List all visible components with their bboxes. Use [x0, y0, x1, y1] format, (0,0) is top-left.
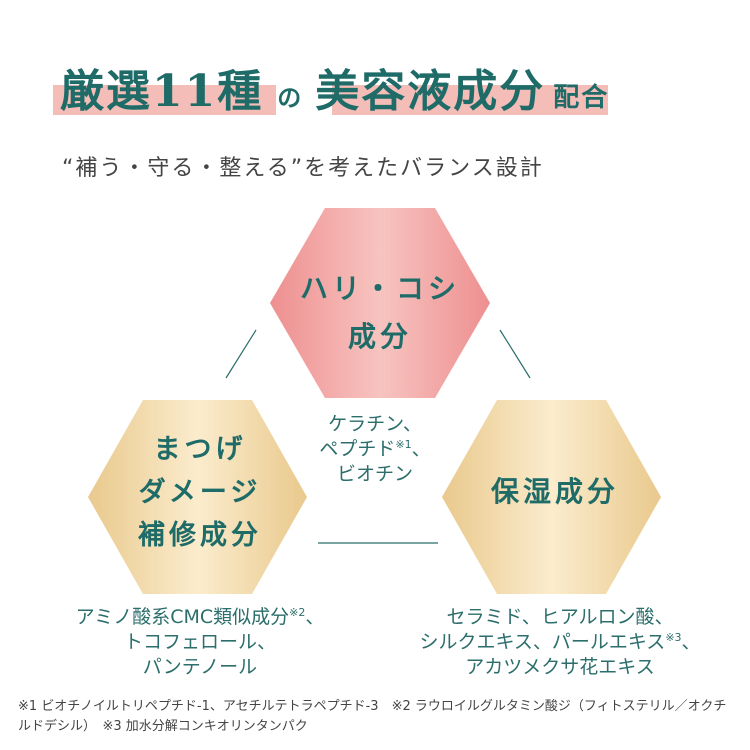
ingredients-left: アミノ酸系CMC類似成分※2、 トコフェロール、 パンテノール	[45, 605, 355, 680]
hexagon-left-label: まつげ ダメージ 補修成分	[90, 428, 310, 557]
page-title: 厳選11種の美容液成分配合	[0, 55, 750, 125]
hexagon-top	[270, 208, 490, 398]
connector-line-right	[499, 329, 531, 379]
ingredients-top-line2-comma: 、	[411, 438, 431, 460]
connector-line-left	[225, 329, 257, 379]
title-highlight-2	[332, 85, 608, 115]
hexagon-left	[88, 400, 307, 594]
ingredients-left-line3: パンテノール	[142, 656, 258, 678]
footnote-ref-1: ※1	[395, 438, 412, 451]
hexagon-left-line2: ダメージ	[138, 477, 262, 508]
hexagon-left-line1: まつげ	[153, 434, 247, 465]
ingredients-right: セラミド、ヒアルロン酸、 シルクエキス、パールエキス※3、 アカツメクサ花エキス	[395, 605, 725, 680]
subtitle: “補う・守る・整える”を考えたバランス設計	[62, 156, 544, 181]
ingredients-left-line2: トコフェロール、	[123, 631, 276, 653]
hexagon-top-line1: ハリ・コシ	[299, 272, 460, 305]
ingredients-right-line2: シルクエキス、パールエキス※3、	[395, 630, 725, 655]
ingredients-left-line1: アミノ酸系CMC類似成分※2、	[45, 605, 355, 630]
ingredients-right-line2-text: シルクエキス、パールエキス	[419, 631, 666, 653]
ingredients-top: ケラチン、 ペプチド※1、 ビオチン	[300, 412, 450, 487]
hexagon-top-label: ハリ・コシ 成分	[270, 265, 490, 361]
ingredients-right-line1: セラミド、ヒアルロン酸、	[446, 606, 674, 628]
ingredient-diagram: ハリ・コシ 成分 まつげ ダメージ 補修成分 保湿成分 ケラチン、 ペプチド※1…	[0, 200, 750, 678]
ingredients-left-line1-comma: 、	[305, 606, 325, 628]
ingredients-right-line3: アカツメクサ花エキス	[465, 656, 655, 678]
footnotes: ※1 ビオチノイルトリペプチド-1、アセチルテトラペプチド-3 ※2 ラウロイル…	[18, 697, 738, 737]
title-part1: 厳選11種	[60, 66, 264, 117]
hexagon-top-line2: 成分	[347, 320, 412, 353]
hexagon-left-line3: 補修成分	[138, 520, 262, 551]
ingredients-top-line2: ペプチド※1、	[300, 437, 450, 462]
hexagon-right-line1: 保湿成分	[490, 475, 619, 508]
hexagon-right	[442, 400, 661, 594]
title-highlight-1	[53, 85, 276, 115]
ingredients-left-line1-text: アミノ酸系CMC類似成分	[75, 606, 290, 628]
ingredients-top-line1: ケラチン、	[328, 413, 422, 435]
ingredients-top-line3: ビオチン	[336, 463, 413, 485]
title-part2: の	[277, 83, 302, 112]
hexagon-right-label: 保湿成分	[445, 472, 665, 512]
footnote-text: ※1 ビオチノイルトリペプチド-1、アセチルテトラペプチド-3 ※2 ラウロイル…	[18, 699, 727, 734]
title-text: 厳選11種の美容液成分配合	[60, 55, 609, 119]
ingredients-top-line2-text: ペプチド	[319, 438, 396, 460]
footnote-ref-2: ※2	[289, 606, 306, 619]
ingredients-right-line2-comma: 、	[681, 631, 701, 653]
diagram-graphics	[88, 208, 661, 594]
footnote-ref-3: ※3	[665, 631, 682, 644]
title-part3: 美容液成分	[315, 66, 546, 117]
title-part4: 配合	[553, 83, 610, 113]
